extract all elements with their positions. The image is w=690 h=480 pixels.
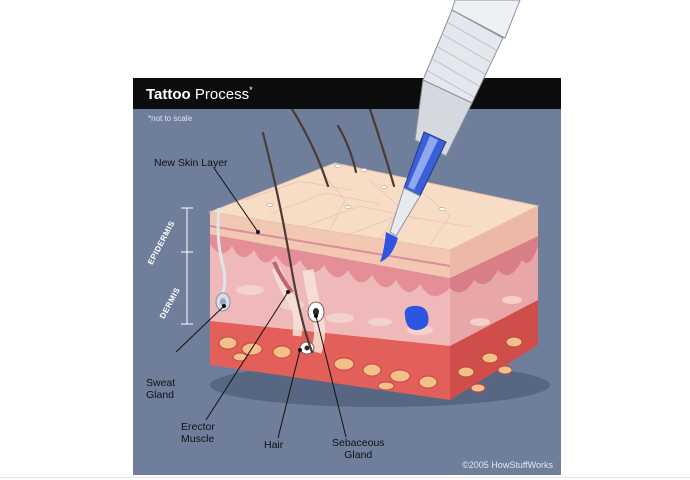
- leader-dots: [222, 230, 318, 352]
- epidermis-side: [450, 206, 538, 278]
- scale-note: *not to scale: [148, 114, 193, 123]
- ink-deposit: [404, 305, 429, 331]
- machine-top: [451, 0, 521, 39]
- erector-muscle: [272, 261, 294, 294]
- skin-surface: [208, 162, 540, 251]
- label-new-skin-layer: New Skin Layer: [154, 157, 228, 169]
- sweat-gland-duct: [216, 207, 227, 299]
- layer-brackets: [181, 207, 193, 325]
- fat-layer-front: [210, 320, 450, 400]
- needle-tip: [389, 187, 421, 237]
- needle-ink: [380, 232, 398, 262]
- pores: [266, 164, 446, 211]
- label-hair: Hair: [264, 439, 284, 451]
- title-bar: Tattoo Process*: [133, 78, 561, 109]
- follicle-left: [271, 266, 303, 337]
- copyright-text: ©2005 HowStuffWorks: [462, 460, 553, 470]
- page-divider: [0, 477, 690, 478]
- dermal-papillae-side: [450, 236, 538, 293]
- epidermis-line: [209, 225, 451, 267]
- dermal-papillae: [210, 234, 450, 297]
- diagram-title: Tattoo Process*: [146, 85, 253, 103]
- hair-strands: [261, 109, 396, 354]
- tattoo-machine: [380, 0, 521, 262]
- leader-lines: [175, 167, 347, 439]
